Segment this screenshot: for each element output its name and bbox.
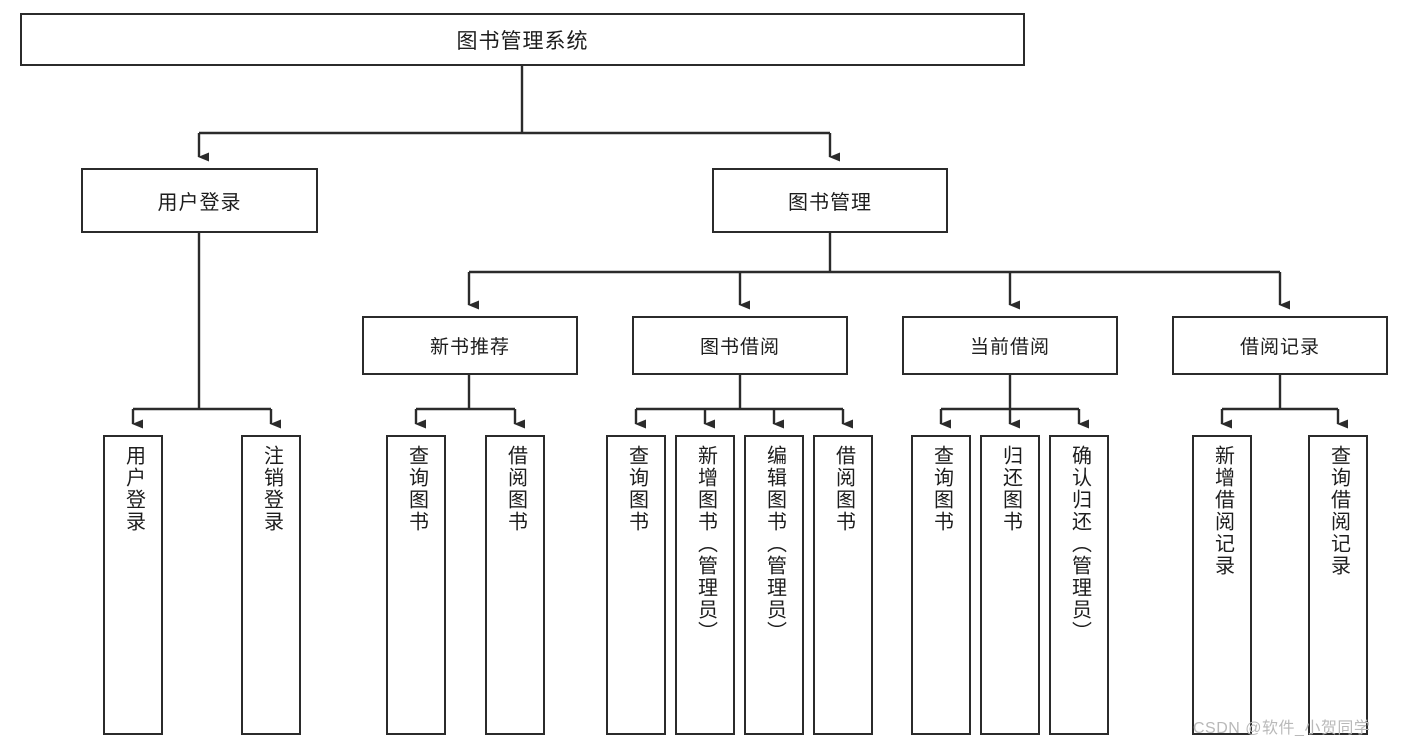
watermark: CSDN @软件_小贺同学 <box>1193 720 1371 737</box>
node-label: 新书推荐 <box>429 337 510 358</box>
node-label: 图书借阅 <box>699 337 780 358</box>
node-label: 借阅图书 <box>832 445 855 533</box>
leaf-borrow-edit-book-admin[interactable]: 编辑图书（管理员） <box>744 435 804 735</box>
leaf-record-query-record[interactable]: 查询借阅记录 <box>1308 435 1368 735</box>
node-book-borrow[interactable]: 图书借阅 <box>632 316 848 375</box>
node-borrow-record[interactable]: 借阅记录 <box>1172 316 1388 375</box>
node-label: 当前借阅 <box>969 337 1050 358</box>
node-label: 新增图书（管理员） <box>694 445 717 643</box>
node-label: 归还图书 <box>999 445 1022 533</box>
leaf-newbook-borrow-books[interactable]: 借阅图书 <box>485 435 545 735</box>
node-label: 查询图书 <box>930 445 953 533</box>
node-label: 图书管理系统 <box>456 29 589 53</box>
node-label: 查询图书 <box>625 445 648 533</box>
leaf-borrow-query-books[interactable]: 查询图书 <box>606 435 666 735</box>
node-label: 图书管理 <box>788 192 872 214</box>
node-new-book-recommend[interactable]: 新书推荐 <box>362 316 578 375</box>
node-label: 确认归还（管理员） <box>1068 445 1091 643</box>
node-current-borrow[interactable]: 当前借阅 <box>902 316 1118 375</box>
leaf-borrow-borrow-books[interactable]: 借阅图书 <box>813 435 873 735</box>
leaf-current-query-books[interactable]: 查询图书 <box>911 435 971 735</box>
node-label: 借阅图书 <box>504 445 527 533</box>
node-label: 新增借阅记录 <box>1211 445 1234 577</box>
leaf-record-add-record[interactable]: 新增借阅记录 <box>1192 435 1252 735</box>
leaf-newbook-query-books[interactable]: 查询图书 <box>386 435 446 735</box>
node-book-management[interactable]: 图书管理 <box>712 168 948 233</box>
node-label: 注销登录 <box>260 445 283 533</box>
leaf-borrow-add-book-admin[interactable]: 新增图书（管理员） <box>675 435 735 735</box>
node-label: 用户登录 <box>157 192 242 214</box>
node-label: 查询借阅记录 <box>1327 445 1350 577</box>
node-label: 用户登录 <box>122 445 145 533</box>
leaf-user-login[interactable]: 用户登录 <box>103 435 163 735</box>
leaf-current-return-books[interactable]: 归还图书 <box>980 435 1040 735</box>
node-root-system[interactable]: 图书管理系统 <box>20 13 1025 66</box>
node-label: 编辑图书（管理员） <box>763 445 786 643</box>
leaf-current-confirm-return-admin[interactable]: 确认归还（管理员） <box>1049 435 1109 735</box>
node-user-login[interactable]: 用户登录 <box>81 168 318 233</box>
leaf-logout[interactable]: 注销登录 <box>241 435 301 735</box>
node-label: 查询图书 <box>405 445 428 533</box>
node-label: 借阅记录 <box>1239 337 1320 358</box>
